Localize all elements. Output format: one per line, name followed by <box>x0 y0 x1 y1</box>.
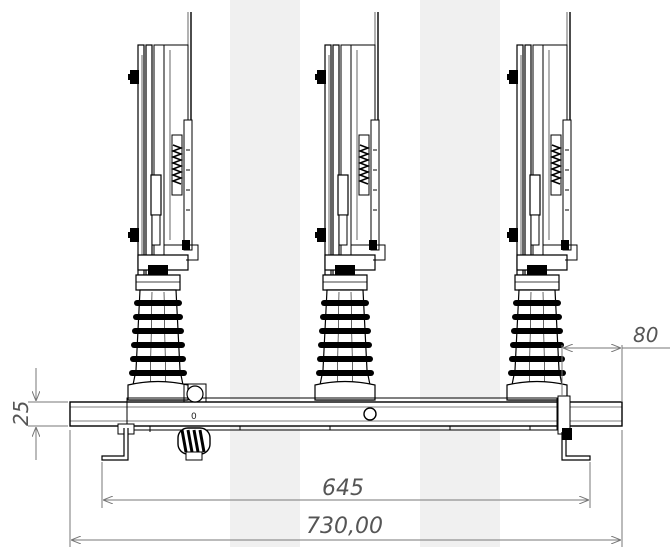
main-frame <box>69 395 623 461</box>
dimension-730 <box>69 430 623 547</box>
operating-mechanism <box>177 383 211 461</box>
pole-left <box>127 11 199 401</box>
dimension-645-label: 645 <box>322 476 364 501</box>
dimension-730-label: 730,00 <box>306 514 383 539</box>
dimension-25 <box>28 368 68 460</box>
dimension-645 <box>101 462 591 508</box>
dimension-80-label: 80 <box>633 323 658 347</box>
pole-right <box>506 11 578 401</box>
frame-mark: 0 <box>191 412 197 422</box>
dimension-80 <box>561 345 670 402</box>
pole-center <box>314 11 386 401</box>
dimension-25-label: 25 <box>9 401 33 426</box>
